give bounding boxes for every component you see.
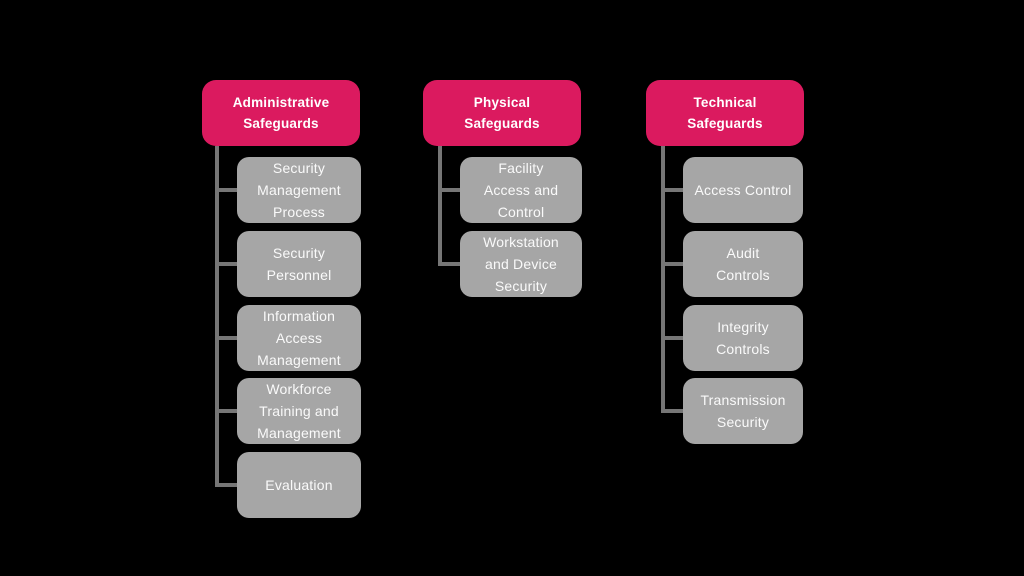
connector-line-technical <box>661 146 665 413</box>
node-workstation-and-device-security: Workstation and Device Security <box>460 231 582 297</box>
connector-stub <box>661 336 683 340</box>
connector-stub <box>438 188 460 192</box>
connector-stub <box>215 336 237 340</box>
connector-stub <box>215 409 237 413</box>
header-administrative-safeguards: Administrative Safeguards <box>202 80 360 146</box>
node-information-access-management: Information Access Management <box>237 305 361 371</box>
connector-stub <box>661 409 683 413</box>
node-security-personnel: Security Personnel <box>237 231 361 297</box>
node-workforce-training-and-management: Workforce Training and Management <box>237 378 361 444</box>
header-physical-safeguards: Physical Safeguards <box>423 80 581 146</box>
connector-stub <box>438 262 460 266</box>
connector-stub <box>215 188 237 192</box>
connector-stub <box>661 188 683 192</box>
connector-line-physical <box>438 146 442 266</box>
node-integrity-controls: Integrity Controls <box>683 305 803 371</box>
connector-stub <box>215 262 237 266</box>
node-audit-controls: Audit Controls <box>683 231 803 297</box>
node-security-management-process: Security Management Process <box>237 157 361 223</box>
node-evaluation: Evaluation <box>237 452 361 518</box>
node-facility-access-and-control: Facility Access and Control <box>460 157 582 223</box>
header-technical-safeguards: Technical Safeguards <box>646 80 804 146</box>
connector-stub <box>215 483 237 487</box>
connector-line-administrative <box>215 146 219 487</box>
node-access-control: Access Control <box>683 157 803 223</box>
node-transmission-security: Transmission Security <box>683 378 803 444</box>
connector-stub <box>661 262 683 266</box>
